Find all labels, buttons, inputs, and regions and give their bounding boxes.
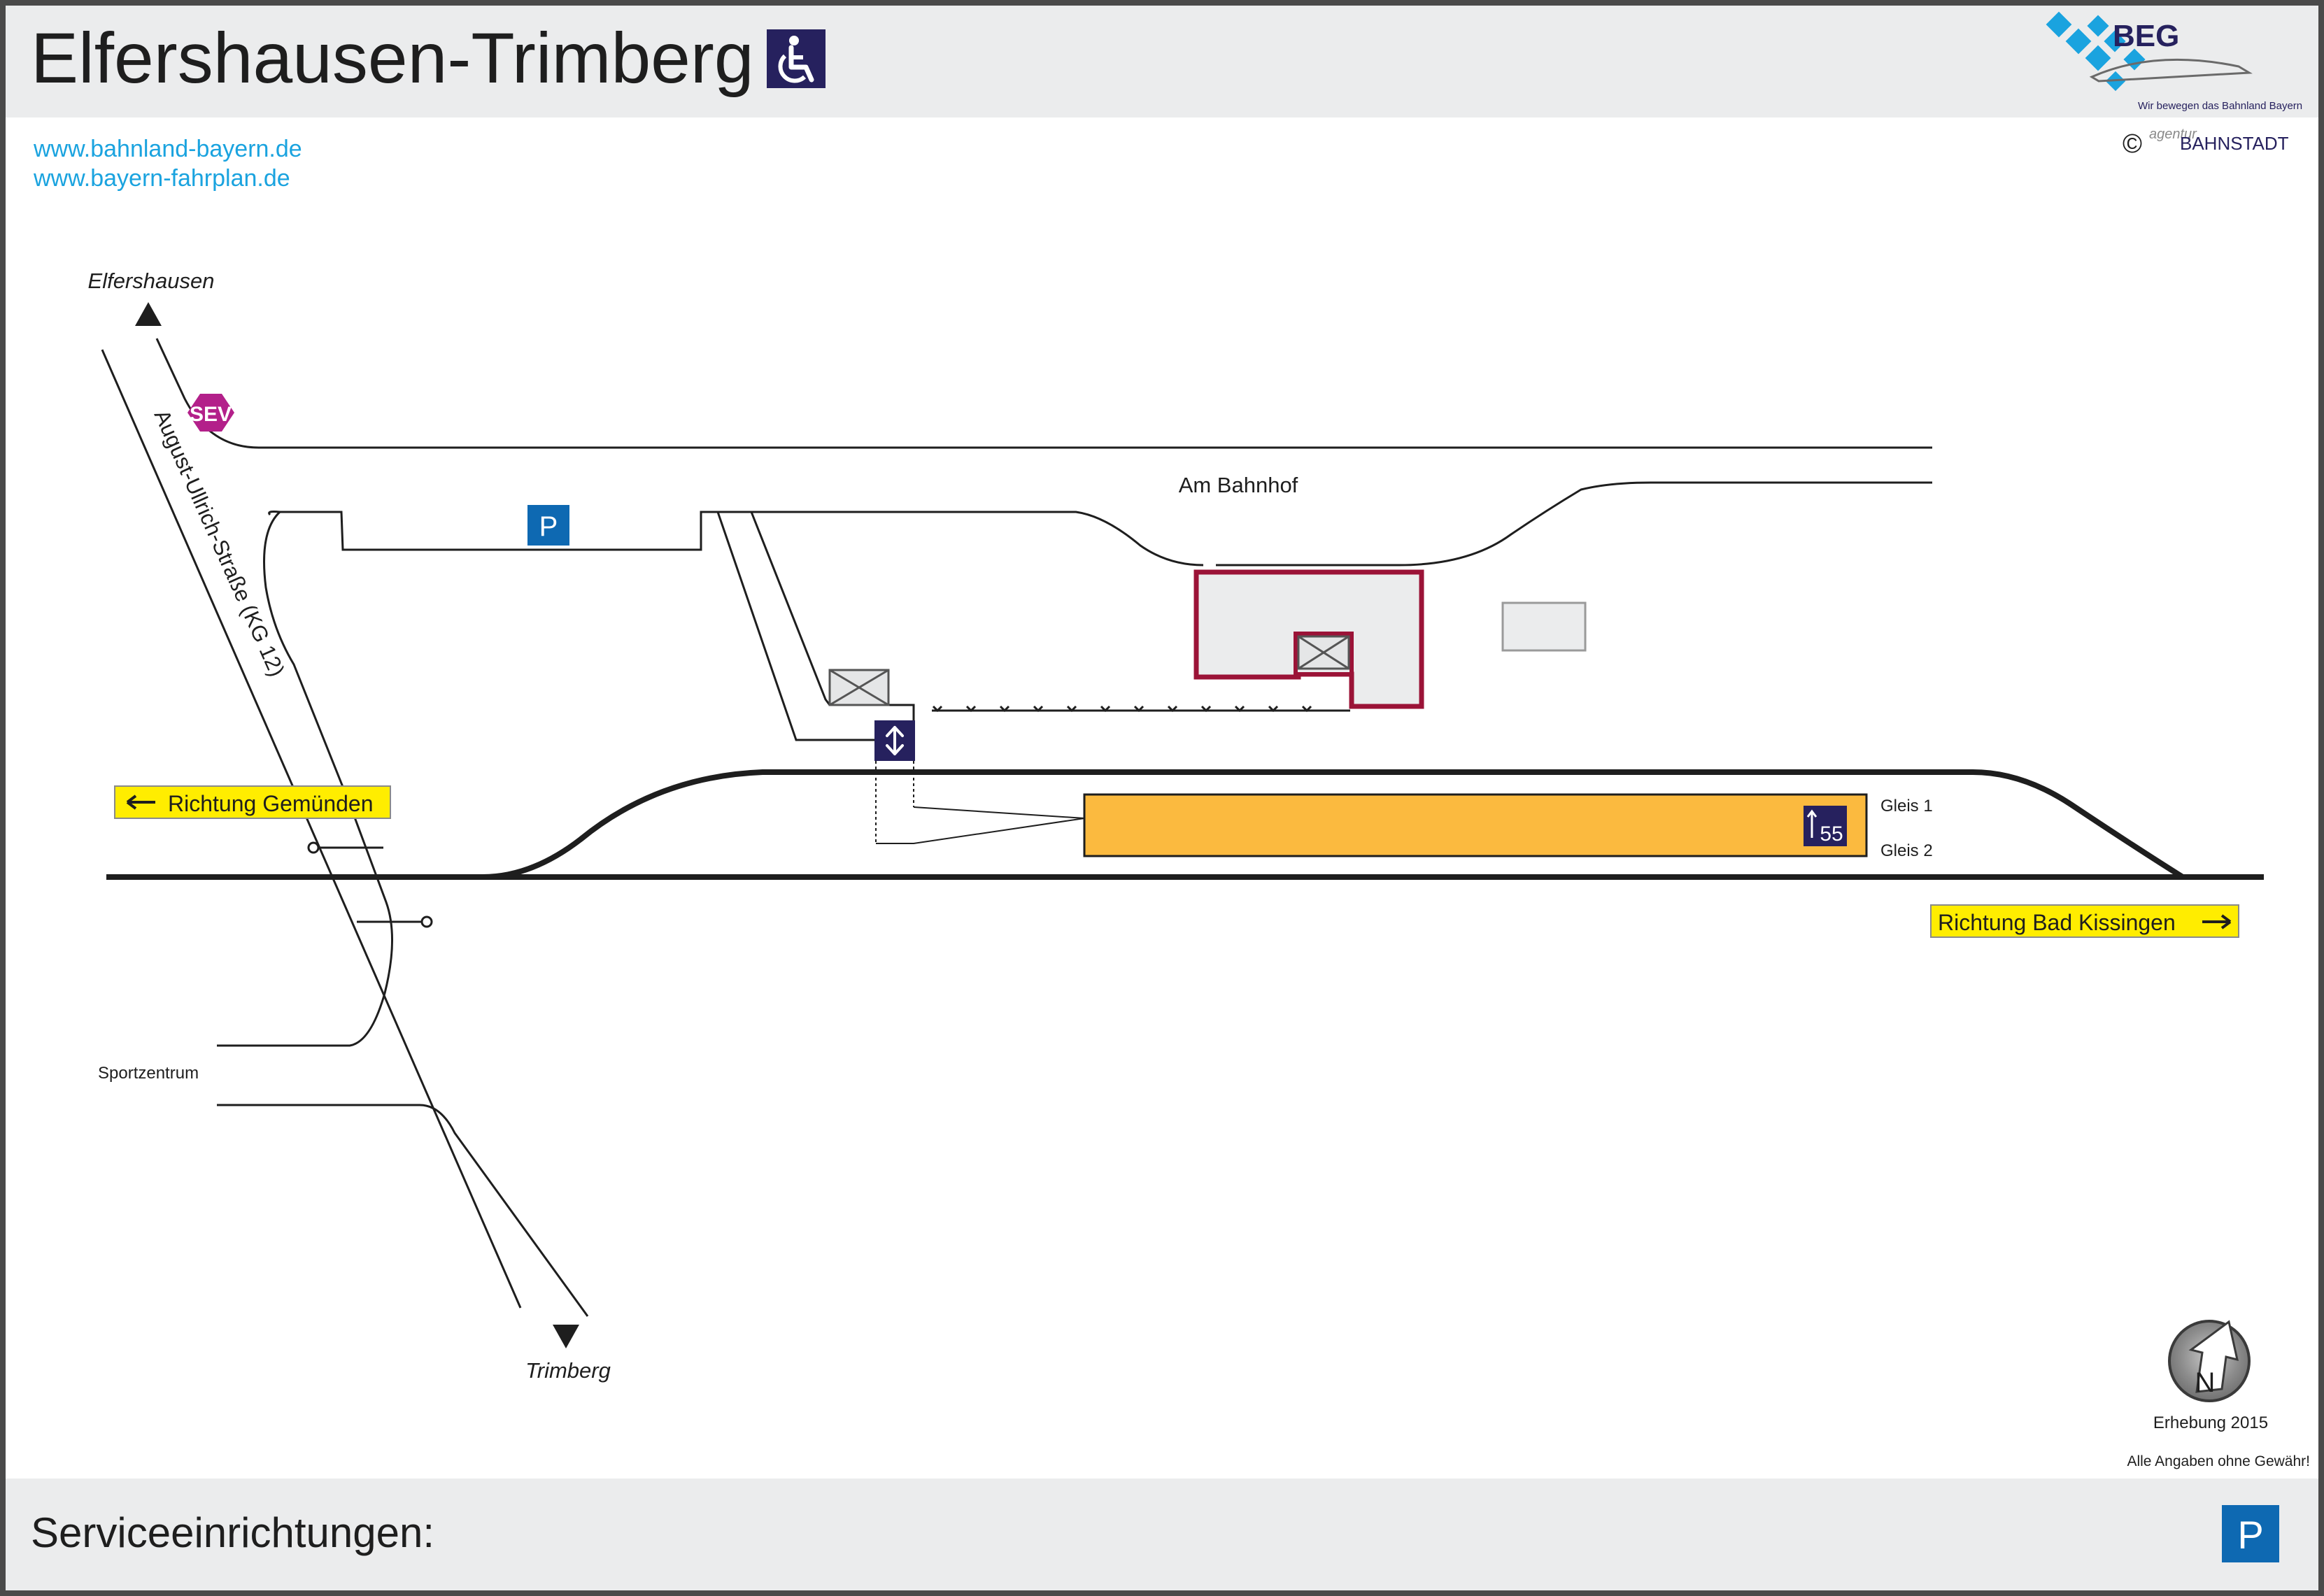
sev-badge-text: SEV [190,403,232,426]
south-arrow-icon [553,1325,579,1348]
beg-logo: BEG Wir bewegen das Bahnland Bayern [2046,11,2302,112]
beg-tagline: Wir bewegen das Bahnland Bayern [2138,100,2302,112]
level-crossing [307,841,433,928]
track-2-label: Gleis 2 [1880,841,1933,860]
north-arrow-icon [135,302,162,326]
direction-north-label: Elfershausen [88,269,215,293]
copyright-symbol: © [2123,129,2142,159]
direction-west-label: Richtung Gemünden [168,791,374,816]
wheelchair-icon [767,29,826,88]
parking-letter: P [539,511,558,542]
platform [1083,793,1868,857]
track-1-label: Gleis 1 [1880,797,1933,815]
platform-height-text: 55 [1820,822,1843,846]
platform-height-icon: 55 [1804,806,1847,846]
credit-name: BAHNSTADT [2180,133,2289,154]
street-august-ullrich [101,338,1932,1317]
sportzentrum-label: Sportzentrum [98,1064,199,1083]
link-bahnland[interactable]: www.bahnland-bayern.de [33,136,302,162]
footer-parking-letter: P [2237,1513,2263,1557]
street-am-bahnhof-label: Am Bahnhof [1179,473,1298,497]
parking-icon: P [2222,1505,2279,1562]
service-label: Serviceeinrichtungen: [31,1509,434,1556]
credit-small: agentur [2149,127,2197,142]
fence [932,705,1350,713]
ticket-machine-icon [828,669,890,706]
link-fahrplan[interactable]: www.bayern-fahrplan.de [33,165,290,192]
parking-sign: P [527,505,569,546]
direction-east-sign: Richtung Bad Kissingen [1930,904,2239,938]
compass-icon: N [2168,1320,2251,1402]
page-title: Elfershausen-Trimberg [31,18,754,98]
sev-badge: SEV [187,394,234,432]
compass-north-letter: N [2195,1367,2216,1398]
outbuilding [1501,601,1587,652]
disclaimer: Alle Angaben ohne Gewähr! [2127,1453,2310,1469]
elevator-icon [874,720,915,761]
direction-south-label: Trimberg [525,1358,611,1383]
survey-year: Erhebung 2015 [2153,1413,2268,1432]
railway-tracks [106,769,2264,880]
beg-logo-text: BEG [2113,19,2179,53]
direction-west-sign: Richtung Gemünden [114,785,391,819]
footer-band [6,1479,2318,1590]
header-band [6,6,2318,117]
direction-east-label: Richtung Bad Kissingen [1938,910,2176,935]
building-ticket-icon [1297,635,1350,670]
